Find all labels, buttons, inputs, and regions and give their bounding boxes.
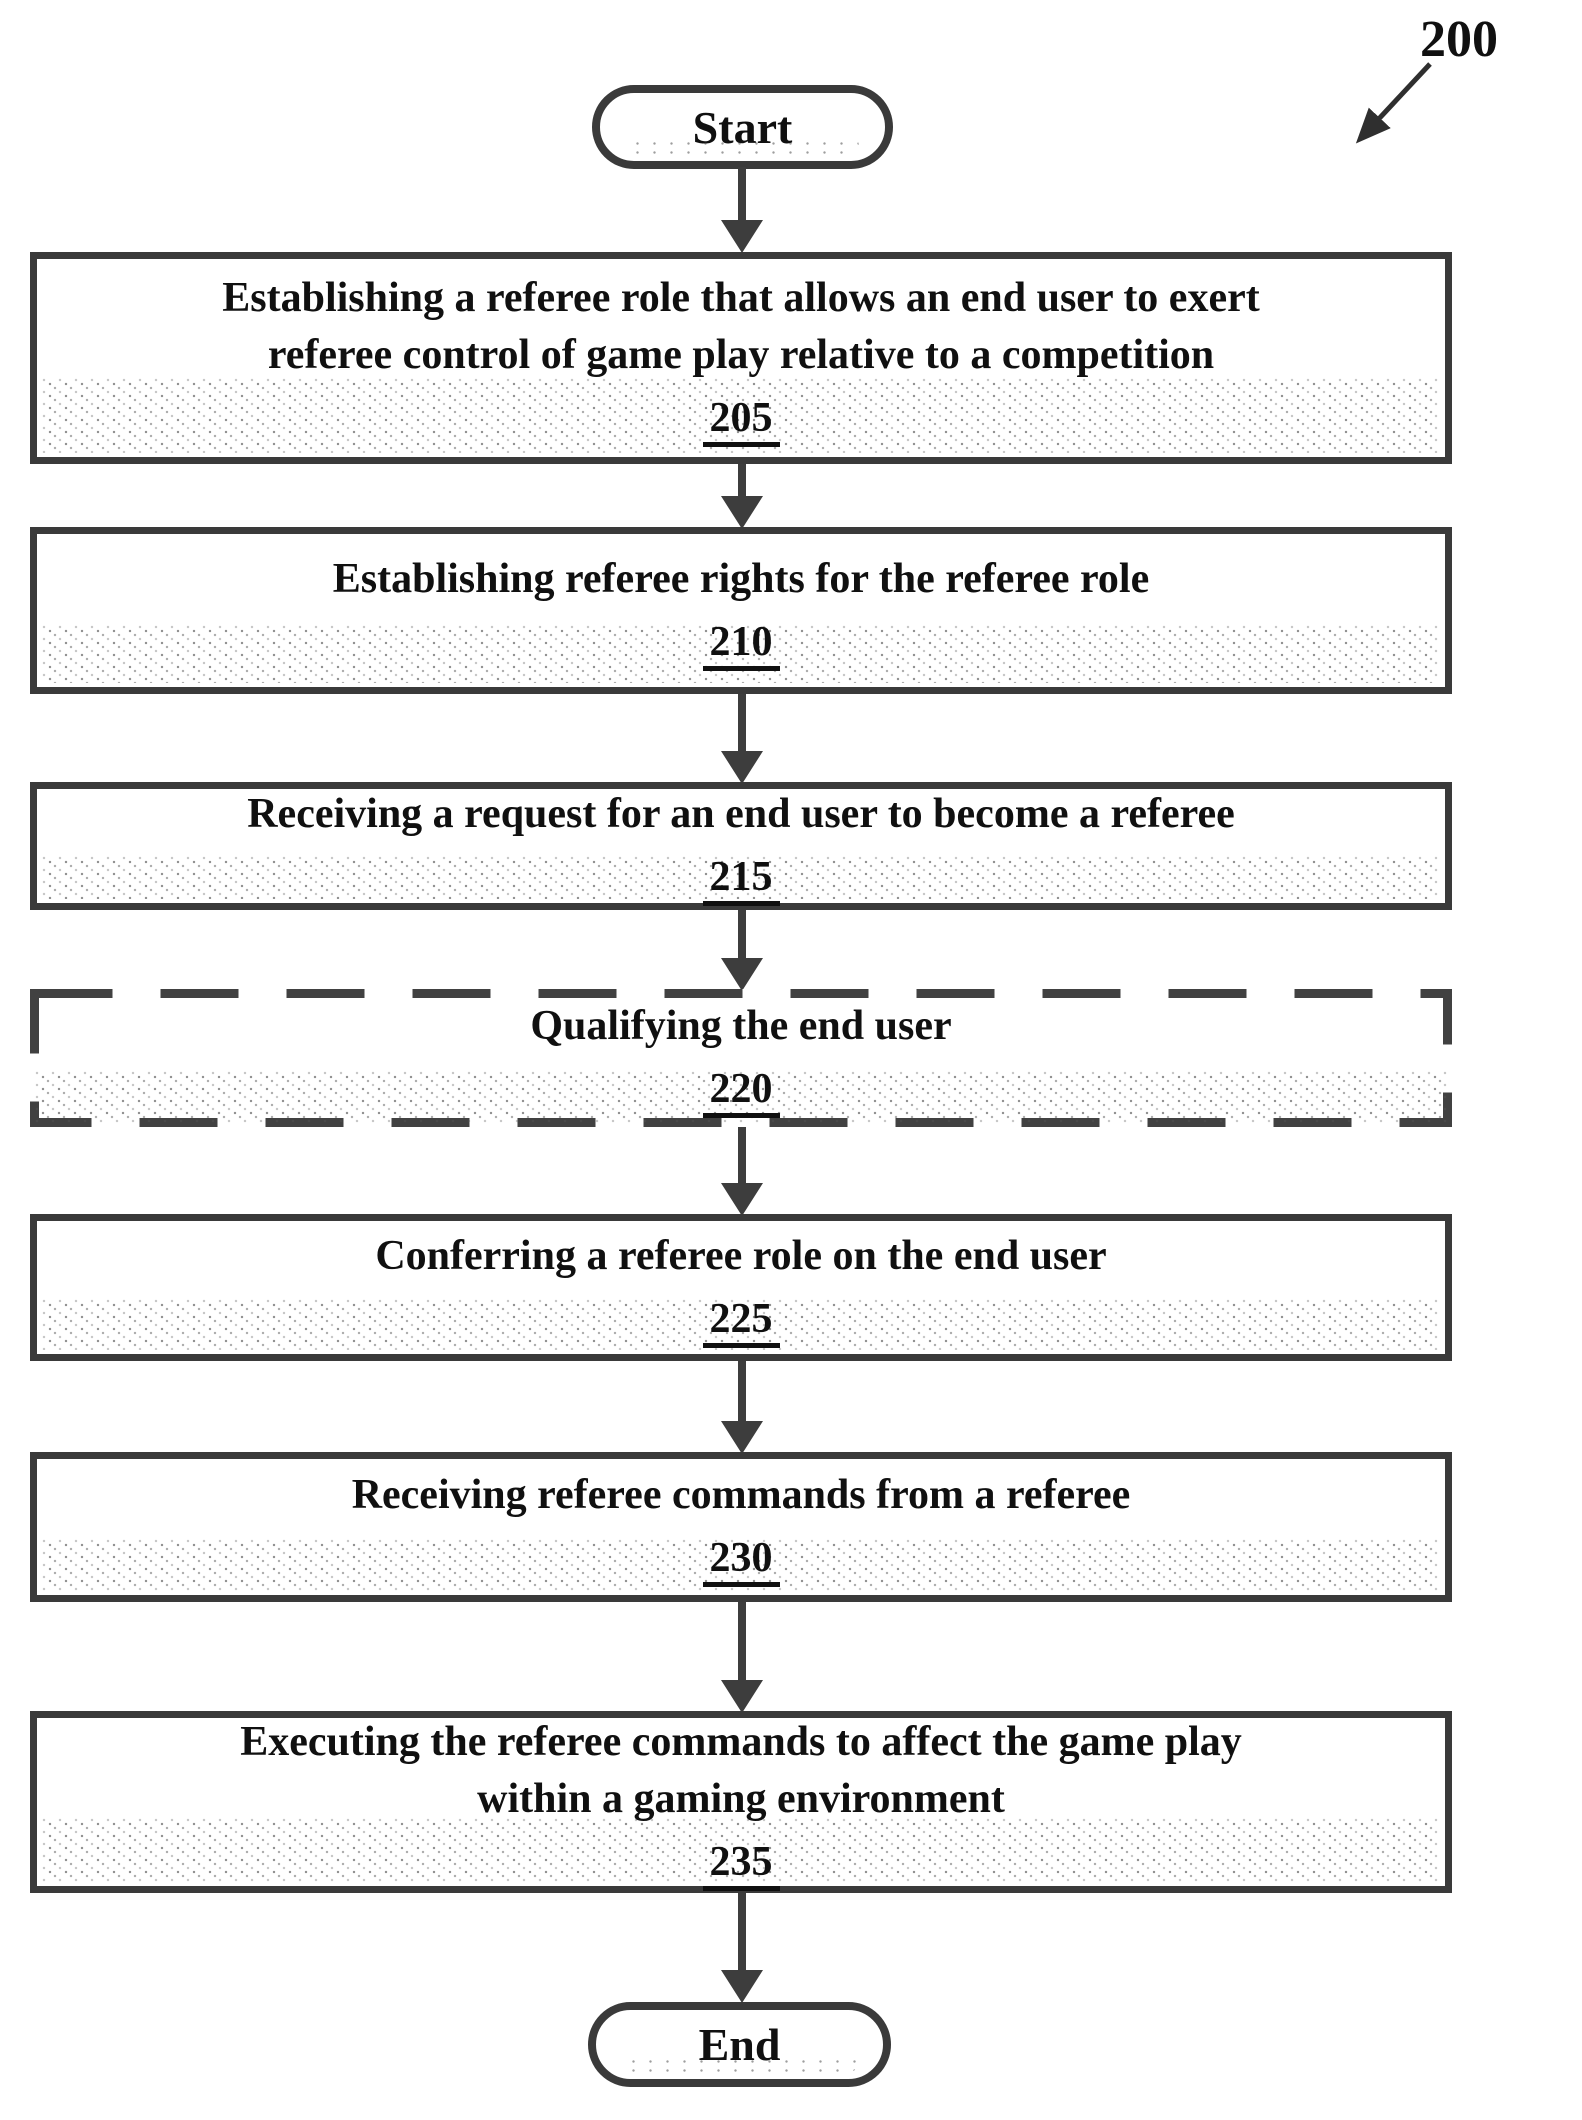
- step-text-line: Establishing referee rights for the refe…: [332, 555, 1150, 602]
- step-number: 230: [702, 1534, 780, 1587]
- step-box-235: Executing the referee commands to affect…: [30, 1711, 1452, 1893]
- step-box-215: Receiving a request for an end user to b…: [30, 782, 1452, 910]
- step-text-line: Conferring a referee role on the end use…: [375, 1232, 1107, 1279]
- step-box-230: Receiving referee commands from a refere…: [30, 1452, 1452, 1602]
- step-number: 215: [702, 853, 780, 906]
- step-number: 225: [702, 1295, 780, 1348]
- end-terminal: End: [588, 2002, 891, 2087]
- down-arrow-icon: [720, 1125, 764, 1216]
- figure-reference-number: 200: [1420, 11, 1498, 68]
- step-box-205: Establishing a referee role that allows …: [30, 252, 1452, 464]
- down-arrow-icon: [720, 692, 764, 784]
- step-text-line: Receiving referee commands from a refere…: [351, 1472, 1131, 1518]
- step-text-line: Qualifying the end user: [530, 1003, 952, 1049]
- step-text-line: Establishing a referee role that allows …: [222, 274, 1260, 321]
- step-text-line: referee control of game play relative to…: [267, 331, 1215, 378]
- down-arrow-icon: [720, 1891, 764, 2003]
- step-text-line: Receiving a request for an end user to b…: [247, 791, 1235, 837]
- start-label: Start: [692, 101, 793, 153]
- step-box-220: Qualifying the end user 220: [30, 989, 1452, 1127]
- step-text-line: Executing the referee commands to affect…: [240, 1718, 1242, 1765]
- down-arrow-icon: [720, 1600, 764, 1713]
- end-label: End: [698, 2019, 781, 2070]
- step-box-225: Conferring a referee role on the end use…: [30, 1214, 1452, 1361]
- step-number: 210: [702, 618, 780, 671]
- down-arrow-icon: [720, 907, 764, 991]
- step-number: 220: [702, 1065, 780, 1118]
- step-number: 205: [702, 394, 780, 447]
- step-box-210: Establishing referee rights for the refe…: [30, 527, 1452, 694]
- step-number: 235: [702, 1838, 780, 1891]
- reference-arrow-icon: [1355, 62, 1432, 144]
- down-arrow-icon: [720, 167, 764, 253]
- start-terminal: Start: [592, 85, 893, 169]
- step-text-line: within a gaming environment: [477, 1775, 1005, 1822]
- dashed-border: [30, 989, 1452, 1127]
- down-arrow-icon: [720, 1359, 764, 1454]
- down-arrow-icon: [720, 462, 764, 529]
